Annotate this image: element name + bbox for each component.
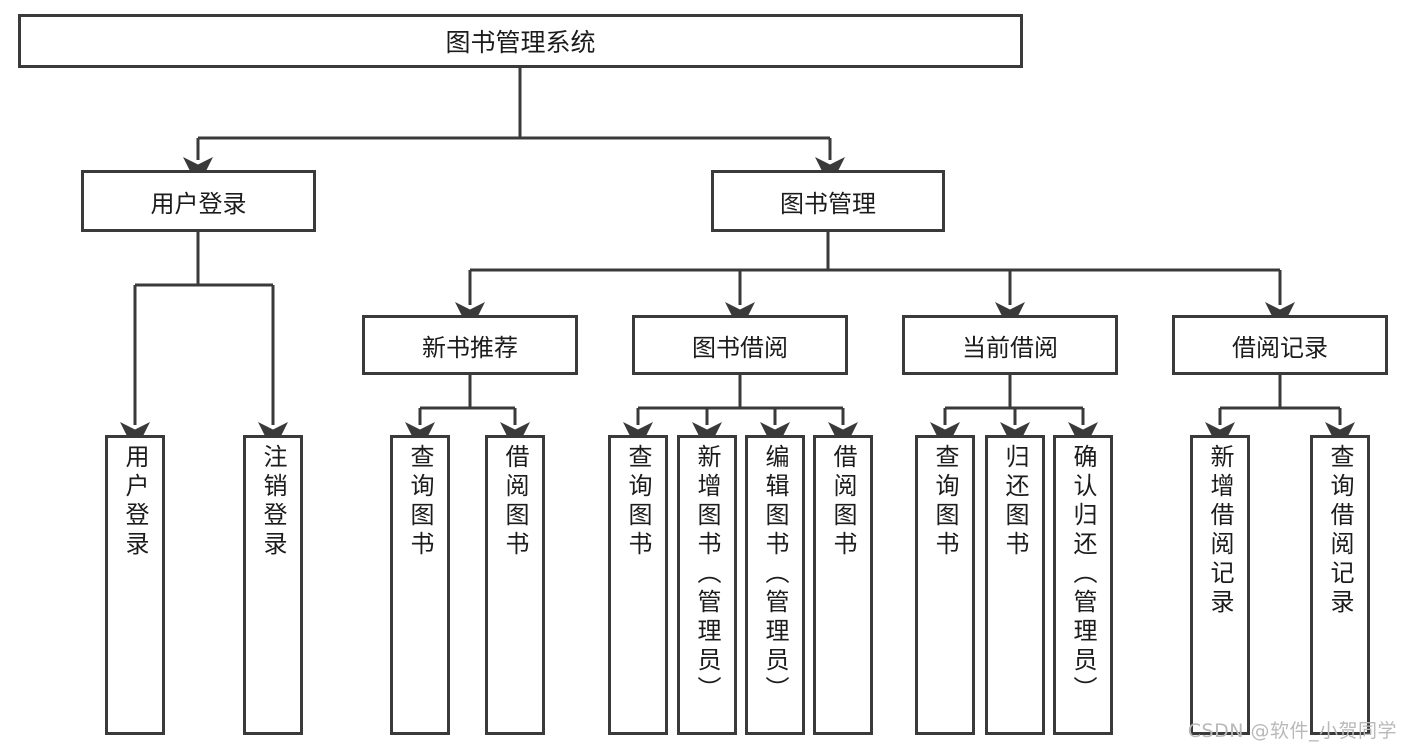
leaf-query-book-3-label: 查询图书: [931, 444, 959, 560]
leaf-borrow-book-2-label: 借阅图书: [829, 444, 857, 560]
node-book-borrow[interactable]: 图书借阅: [632, 315, 848, 375]
leaf-add-book[interactable]: 新增图书（管理员）: [677, 435, 737, 735]
leaf-query-book-1[interactable]: 查询图书: [390, 435, 450, 735]
leaf-query-book-1-label: 查询图书: [406, 444, 434, 560]
node-book-borrow-label: 图书借阅: [692, 333, 788, 362]
leaf-add-record[interactable]: 新增借阅记录: [1190, 435, 1250, 735]
node-new-book-recommend-label: 新书推荐: [422, 333, 518, 362]
node-new-book-recommend[interactable]: 新书推荐: [362, 315, 578, 375]
leaf-confirm-return-label: 确认归还（管理员）: [1069, 444, 1097, 705]
leaf-user-logout-label: 注销登录: [259, 444, 287, 560]
leaf-add-book-label: 新增图书（管理员）: [693, 444, 721, 705]
leaf-add-record-label: 新增借阅记录: [1206, 444, 1234, 618]
node-book-manage[interactable]: 图书管理: [711, 170, 945, 232]
leaf-borrow-book-2[interactable]: 借阅图书: [813, 435, 873, 735]
leaf-user-logout[interactable]: 注销登录: [243, 435, 303, 735]
leaf-borrow-book-1[interactable]: 借阅图书: [485, 435, 545, 735]
leaf-edit-book-label: 编辑图书（管理员）: [761, 444, 789, 705]
leaf-edit-book[interactable]: 编辑图书（管理员）: [745, 435, 805, 735]
node-book-manage-label: 图书管理: [780, 189, 876, 218]
node-borrow-record-label: 借阅记录: [1232, 333, 1328, 362]
leaf-return-book[interactable]: 归还图书: [985, 435, 1045, 735]
node-current-borrow-label: 当前借阅: [962, 333, 1058, 362]
leaf-user-login[interactable]: 用户登录: [105, 435, 165, 735]
leaf-query-book-3[interactable]: 查询图书: [915, 435, 975, 735]
leaf-query-record-label: 查询借阅记录: [1326, 444, 1354, 618]
node-user-login-label: 用户登录: [150, 189, 247, 218]
leaf-query-book-2-label: 查询图书: [624, 444, 652, 560]
leaf-borrow-book-1-label: 借阅图书: [501, 444, 529, 560]
leaf-query-record[interactable]: 查询借阅记录: [1310, 435, 1370, 735]
node-user-login[interactable]: 用户登录: [81, 170, 316, 232]
node-root-label: 图书管理系统: [445, 28, 596, 57]
node-borrow-record[interactable]: 借阅记录: [1172, 315, 1388, 375]
leaf-confirm-return[interactable]: 确认归还（管理员）: [1053, 435, 1113, 735]
leaf-return-book-label: 归还图书: [1001, 444, 1029, 560]
node-current-borrow[interactable]: 当前借阅: [902, 315, 1118, 375]
leaf-query-book-2[interactable]: 查询图书: [608, 435, 668, 735]
node-root[interactable]: 图书管理系统: [18, 14, 1023, 68]
leaf-user-login-label: 用户登录: [121, 444, 149, 560]
csdn-watermark: CSDN @软件_小贺同学: [1187, 720, 1397, 742]
